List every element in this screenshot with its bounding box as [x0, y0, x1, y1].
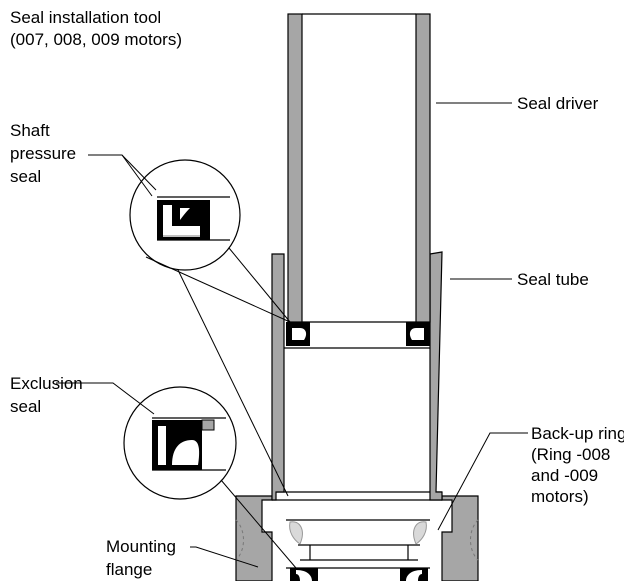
backup-ring-label: Back-up ring (Ring -008 and -009 motors) [531, 424, 624, 506]
shaft-pressure-seal [286, 322, 430, 346]
seal-tube-label: Seal tube [517, 270, 589, 289]
leader-lines [56, 102, 528, 568]
mounting-flange [235, 491, 479, 581]
seal-driver-label: Seal driver [517, 94, 599, 113]
exclusion-seal-magnifier [123, 386, 297, 569]
shaft-seal-magnifier [129, 159, 291, 497]
shaft-pressure-seal-label: Shaft pressure seal [10, 121, 81, 186]
mounting-flange-label: Mounting flange [106, 537, 181, 579]
seal-driver [287, 13, 431, 323]
tool-title-label: Seal installation tool (007, 008, 009 mo… [10, 8, 182, 49]
exclusion-seal-label: Exclusion seal [10, 374, 88, 416]
